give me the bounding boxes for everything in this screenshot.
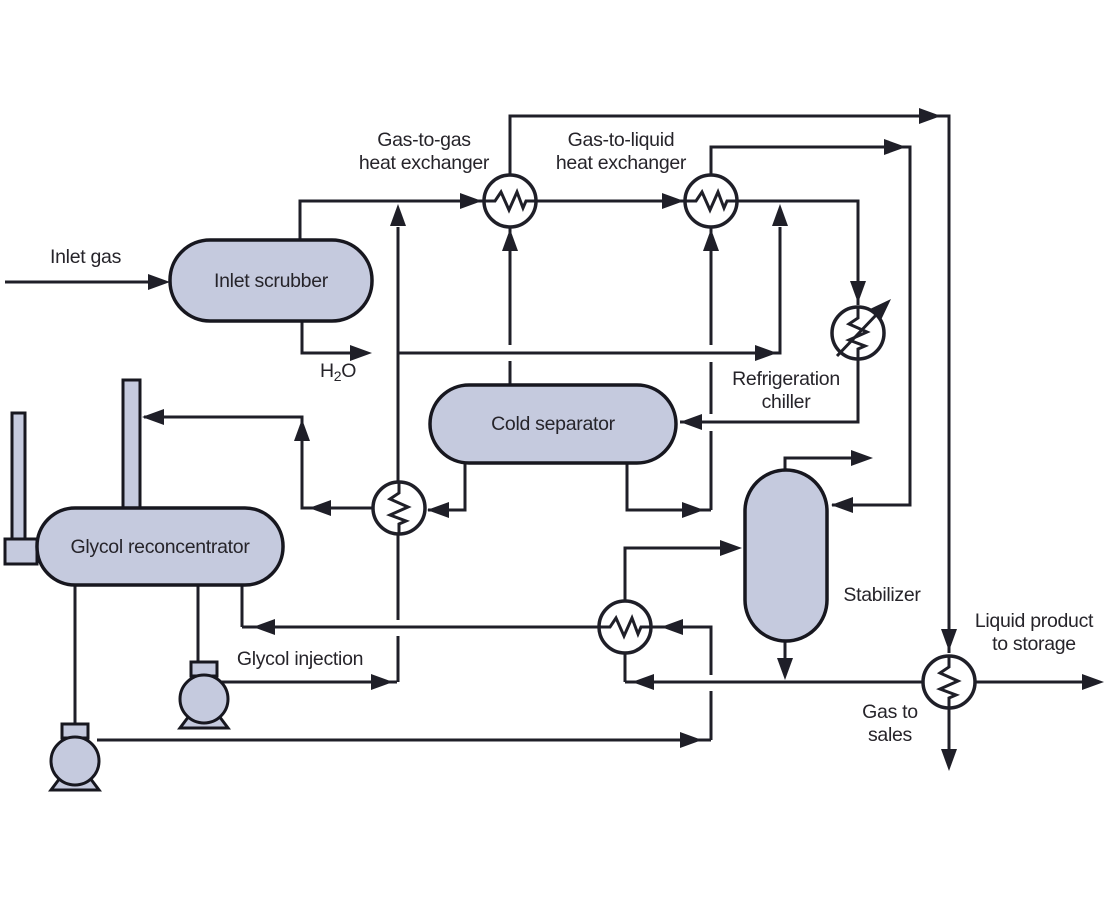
gas-to-liquid-hx-label: Gas-to-liquid heat exchanger [555,129,687,174]
gas-to-gas-exchanger-icon [482,173,538,229]
glycol-condensate-exchanger-icon [371,480,427,536]
product-cooler-icon [921,654,977,710]
pipe-glycol-pump1-discharge [97,732,711,748]
pipe-stabilizer-reboil-return [623,540,742,601]
glycol-injection-label: Glycol injection [236,648,364,670]
stabilizer-column [743,468,829,643]
pipe-coldsep-liquid-outlet [625,228,719,518]
pipe-rich-glycol-to-reconcentrator [142,409,373,516]
pipe-sales-gas [508,108,957,653]
glycol-pump-1 [48,722,102,792]
gas-to-gas-hx-label: Gas-to-gas heat exchanger [358,129,490,174]
refrigeration-chiller-icon [830,299,891,361]
glycol-reconcentrator-vessel [35,506,285,587]
gas-to-liquid-exchanger-icon [683,173,739,229]
pipe-coldsep-gas-return [502,228,518,385]
pipe-liquid-product [625,674,1104,690]
pipe-coldsep-glycol-outlet [427,463,467,518]
liquid-product-label: Liquid product to storage [974,610,1094,655]
refrigeration-chiller-label: Refrigeration chiller [732,368,840,413]
inlet-scrubber-vessel [168,238,374,323]
h2o-label: H2O [320,360,357,384]
pipe-stabilizer-bottoms [777,641,793,680]
stabilizer-label: Stabilizer [843,584,921,606]
pipe-glycol-injection-riser [390,204,406,682]
stabilizer-exchanger-icon [597,599,653,655]
pipe-stabilizer-feed [709,139,912,513]
cold-separator-label: Cold separator [491,413,615,435]
glycol-pump-2 [177,660,231,730]
inlet-scrubber-label: Inlet scrubber [214,270,328,292]
pipe-scrubber-water-drain [300,321,372,361]
cold-separator-vessel [428,383,678,465]
pipe-glycol-heat-loop [242,619,713,740]
pipe-chiller-to-separator [680,359,860,430]
pipe-main-gas [298,193,866,305]
pipe-glycol-injection-branch [398,204,788,361]
gas-to-sales-label: Gas to sales [862,701,918,746]
pipe-stabilizer-overhead [783,450,873,470]
pipe-glycol-pump2-discharge [220,674,397,690]
glycol-reconcentrator-label: Glycol reconcentrator [70,536,250,558]
pipe-gas-to-sales-outlet [941,708,957,771]
pipe-inlet-gas [5,274,170,290]
inlet-gas-label: Inlet gas [50,246,122,268]
reconcentrator-vent-stack [3,378,142,566]
